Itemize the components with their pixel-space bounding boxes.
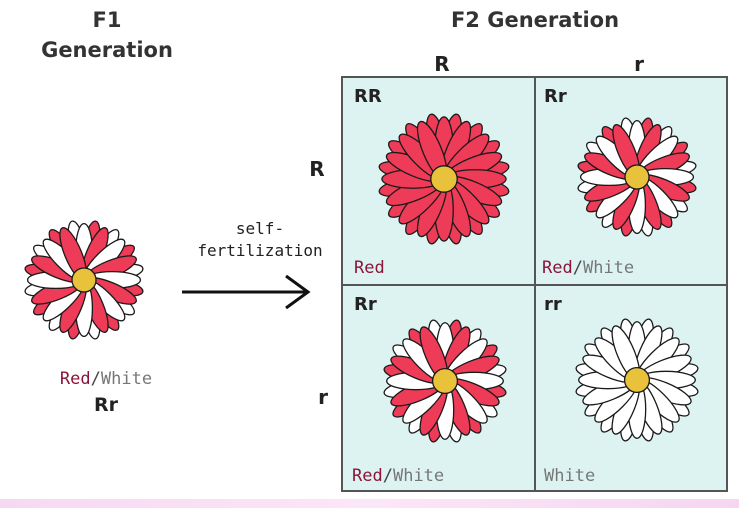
cell3-phenotype-red: Red (352, 466, 383, 486)
cell3-phenotype-white: White (392, 466, 445, 486)
cell2-phenotype-white: White (582, 258, 635, 278)
flower-red-icon (378, 113, 510, 245)
f1-flower-red-white-icon (24, 220, 144, 340)
f1-genotype: Rr (93, 394, 118, 416)
cell-rr-recessive-genotype: rr (544, 294, 562, 315)
cell-rr-het-bottom-genotype: Rr (354, 294, 377, 315)
f1-phenotype-white: White (100, 369, 153, 389)
flower-white-icon (575, 318, 699, 442)
cell-rr-dominant-phenotype: Red (354, 258, 385, 278)
f1-phenotype: Red/White (36, 369, 176, 389)
f2-title: F2 Generation (450, 8, 620, 32)
cell3-phenotype-slash: / (382, 466, 393, 486)
cell-rr-het-top-phenotype: Red/White (542, 258, 634, 278)
flower-red-white-icon (383, 319, 507, 443)
self-fertilization-label: self- fertilization (196, 218, 324, 262)
row-allele-1: R (309, 157, 325, 181)
process-label-line1: self- (235, 219, 285, 238)
flower-red-white-icon (577, 117, 697, 237)
cell2-phenotype-slash: / (572, 258, 583, 278)
f1-phenotype-slash: / (90, 369, 101, 389)
f1-title-line1: F1 (92, 8, 122, 32)
row-allele-2: r (318, 385, 328, 409)
cell-rr-het-bottom-phenotype: Red/White (352, 466, 444, 486)
cell2-phenotype-red: Red (542, 258, 573, 278)
cell-rr-recessive-phenotype: White (544, 466, 595, 486)
grid-divider-horizontal (343, 284, 726, 286)
f1-title-line2: Generation (41, 38, 173, 62)
f1-phenotype-red: Red (59, 369, 91, 389)
column-allele-1: R (434, 52, 450, 76)
cell-rr-dominant-genotype: RR (354, 86, 382, 107)
bottom-accent-bar (0, 499, 739, 508)
column-allele-2: r (634, 52, 644, 76)
cell-rr-het-top-genotype: Rr (544, 86, 567, 107)
process-label-line2: fertilization (197, 241, 323, 260)
cell1-phenotype-red: Red (354, 258, 385, 278)
cell4-phenotype-white: White (544, 466, 596, 486)
arrow-right-icon (182, 274, 311, 310)
